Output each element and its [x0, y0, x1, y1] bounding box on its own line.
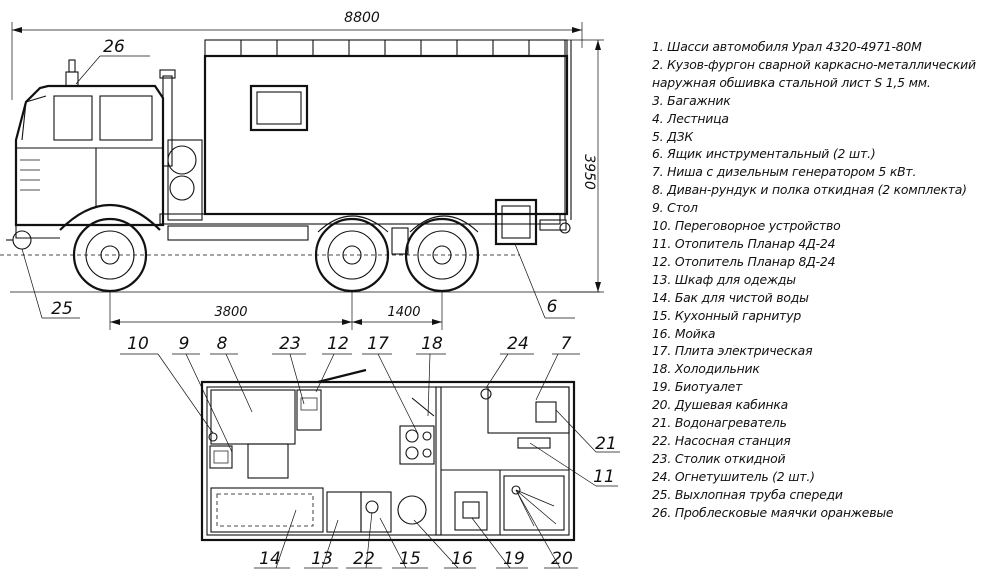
legend-item: 20. Душевая кабинка — [652, 397, 789, 413]
callout-15: 15 — [399, 549, 421, 569]
callout-21: 21 — [595, 434, 617, 454]
legend-item: 18. Холодильник — [652, 361, 760, 377]
dim-height: 3950 — [581, 154, 597, 190]
legend-item: 17. Плита электрическая — [652, 343, 813, 359]
legend-list: 1. Шасси автомобиля Урал 4320-4971-80М 2.… — [652, 38, 997, 521]
callout-19: 19 — [503, 549, 525, 569]
dim-overall-length: 8800 — [344, 10, 380, 26]
legend-item: 3. Багажник — [652, 92, 731, 108]
legend-item: 5. ДЗК — [652, 128, 693, 144]
floor-plan: 10 9 8 23 12 17 18 24 7 21 11 14 — [120, 334, 620, 569]
legend-item: 13. Шкаф для одежды — [652, 271, 796, 287]
legend-item: 1. Шасси автомобиля Урал 4320-4971-80М — [652, 39, 922, 54]
legend-item: 16. Мойка — [652, 325, 716, 341]
callout-9: 9 — [179, 334, 190, 354]
callout-11: 11 — [593, 467, 615, 487]
legend-item: 11. Отопитель Планар 4Д-24 — [652, 235, 836, 251]
legend-item: 26. Проблесковые маячки оранжевые — [652, 504, 894, 520]
callout-12: 12 — [327, 334, 349, 354]
callout-24: 24 — [507, 334, 529, 354]
legend-item: 15. Кухонный гарнитур — [652, 307, 802, 323]
callout-7: 7 — [561, 334, 572, 354]
callout-13: 13 — [311, 549, 333, 569]
callout-25: 25 — [51, 299, 73, 319]
legend-item: 23. Столик откидной — [652, 450, 786, 466]
legend-item: 24. Огнетушитель (2 шт.) — [652, 468, 815, 484]
dim-wheelbase-rear: 1400 — [387, 305, 420, 320]
legend-item: 19. Биотуалет — [652, 379, 743, 395]
callout-17: 17 — [367, 334, 389, 354]
callout-18: 18 — [421, 334, 443, 354]
legend-item: 4. Лестница — [652, 110, 729, 126]
callout-6: 6 — [547, 297, 558, 317]
callout-22: 22 — [353, 549, 375, 569]
side-view: 8800 3950 — [0, 10, 604, 330]
legend-item: 7. Ниша с дизельным генератором 5 кВт. — [652, 164, 917, 180]
legend-item: 22. Насосная станция — [652, 432, 791, 448]
callout-8: 8 — [217, 334, 228, 354]
legend-item: 12. Отопитель Планар 8Д-24 — [652, 253, 836, 269]
callout-14: 14 — [259, 549, 281, 569]
callout-20: 20 — [551, 549, 573, 569]
legend-item: 25. Выхлопная труба спереди — [652, 486, 843, 502]
legend-item: 8. Диван-рундук и полка откидная (2 комп… — [652, 182, 967, 198]
legend-item: 2. Кузов-фургон сварной каркасно-металли… — [652, 56, 976, 72]
legend-item: 6. Ящик инструментальный (2 шт.) — [652, 146, 876, 162]
legend-item: 14. Бак для чистой воды — [652, 289, 809, 305]
callout-23: 23 — [279, 334, 301, 354]
callout-16: 16 — [451, 549, 473, 569]
legend-item: 21. Водонагреватель — [652, 415, 787, 431]
legend-item: наружная обшивка стальной лист S 1,5 мм. — [652, 74, 931, 90]
callout-10: 10 — [127, 334, 149, 354]
dim-wheelbase-front: 3800 — [214, 305, 247, 320]
legend-item: 10. Переговорное устройство — [652, 218, 841, 234]
legend-item: 9. Стол — [652, 200, 698, 216]
technical-drawing: 8800 3950 — [0, 10, 620, 569]
callout-26: 26 — [103, 37, 125, 57]
